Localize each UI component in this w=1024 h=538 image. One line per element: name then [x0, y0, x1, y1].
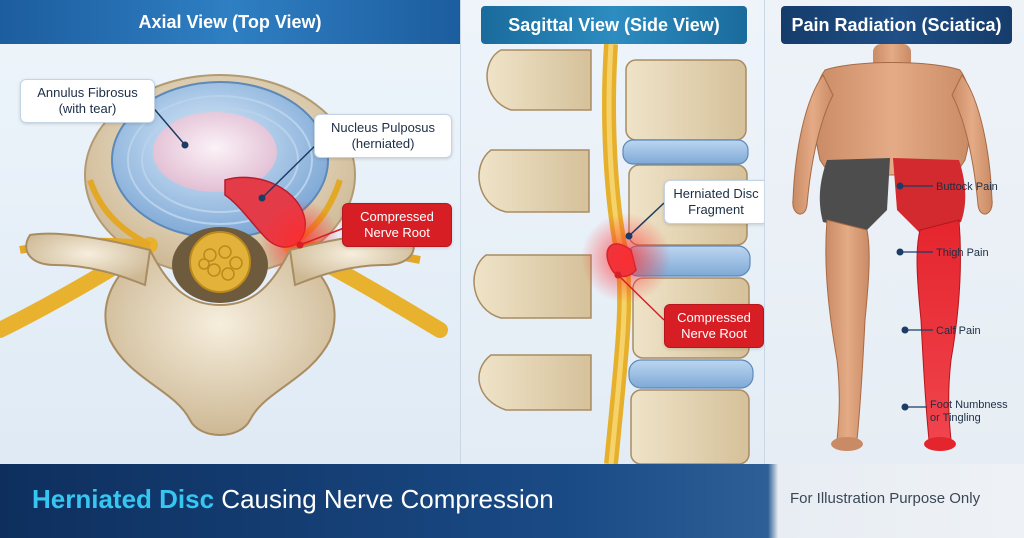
footer-title-rest: Causing Nerve Compression — [214, 484, 554, 514]
illustration-disclaimer: For Illustration Purpose Only — [790, 490, 981, 507]
fragment-label-line1: Herniated Disc — [673, 186, 759, 201]
sagittal-view-panel — [461, 0, 764, 464]
axial-compressed-nerve-callout: Compressed Nerve Root — [342, 203, 452, 247]
foot-numbness-label: Foot Numbness or Tingling — [930, 399, 1008, 425]
sagittal-compressed-nerve-callout: Compressed Nerve Root — [664, 304, 764, 348]
herniated-fragment-callout: Herniated Disc Fragment — [664, 180, 768, 224]
footer-title: Herniated Disc Causing Nerve Compression — [32, 484, 554, 515]
footer-title-highlight: Herniated Disc — [32, 484, 215, 514]
axial-nerve-label-line2: Nerve Root — [364, 225, 430, 240]
foot-label-line1: Foot Numbness — [930, 399, 1008, 411]
sagittal-nerve-label-line1: Compressed — [677, 310, 751, 325]
axial-view-title: Axial View (Top View) — [0, 0, 460, 44]
axial-vertebra-illustration — [0, 74, 448, 436]
calf-pain-label: Calf Pain — [936, 325, 981, 337]
thigh-pain-label: Thigh Pain — [936, 247, 989, 259]
sagittal-view-title: Sagittal View (Side View) — [481, 6, 747, 44]
pain-radiation-panel — [765, 0, 1024, 464]
panel-divider-2 — [764, 0, 765, 464]
sagittal-nerve-label-line2: Nerve Root — [681, 326, 747, 341]
axial-view-panel — [0, 0, 460, 464]
annulus-label-line1: Annulus Fibrosus — [37, 85, 138, 100]
sagittal-spine-illustration — [473, 43, 754, 464]
footer-banner — [0, 464, 1024, 538]
pain-radiation-title: Pain Radiation (Sciatica) — [781, 6, 1012, 44]
nucleus-label-line2: (herniated) — [351, 136, 415, 151]
axial-nerve-label-line1: Compressed — [360, 209, 434, 224]
buttock-pain-label: Buttock Pain — [936, 181, 998, 193]
panel-divider — [460, 0, 461, 464]
body-back-illustration — [792, 44, 993, 451]
annulus-fibrosus-callout: Annulus Fibrosus (with tear) — [20, 79, 155, 123]
annulus-label-line2: (with tear) — [58, 101, 117, 116]
foot-label-line2: or Tingling — [930, 412, 981, 424]
fragment-label-line2: Fragment — [688, 202, 744, 217]
nucleus-pulposus-callout: Nucleus Pulposus (herniated) — [314, 114, 452, 158]
nucleus-label-line1: Nucleus Pulposus — [330, 120, 436, 135]
